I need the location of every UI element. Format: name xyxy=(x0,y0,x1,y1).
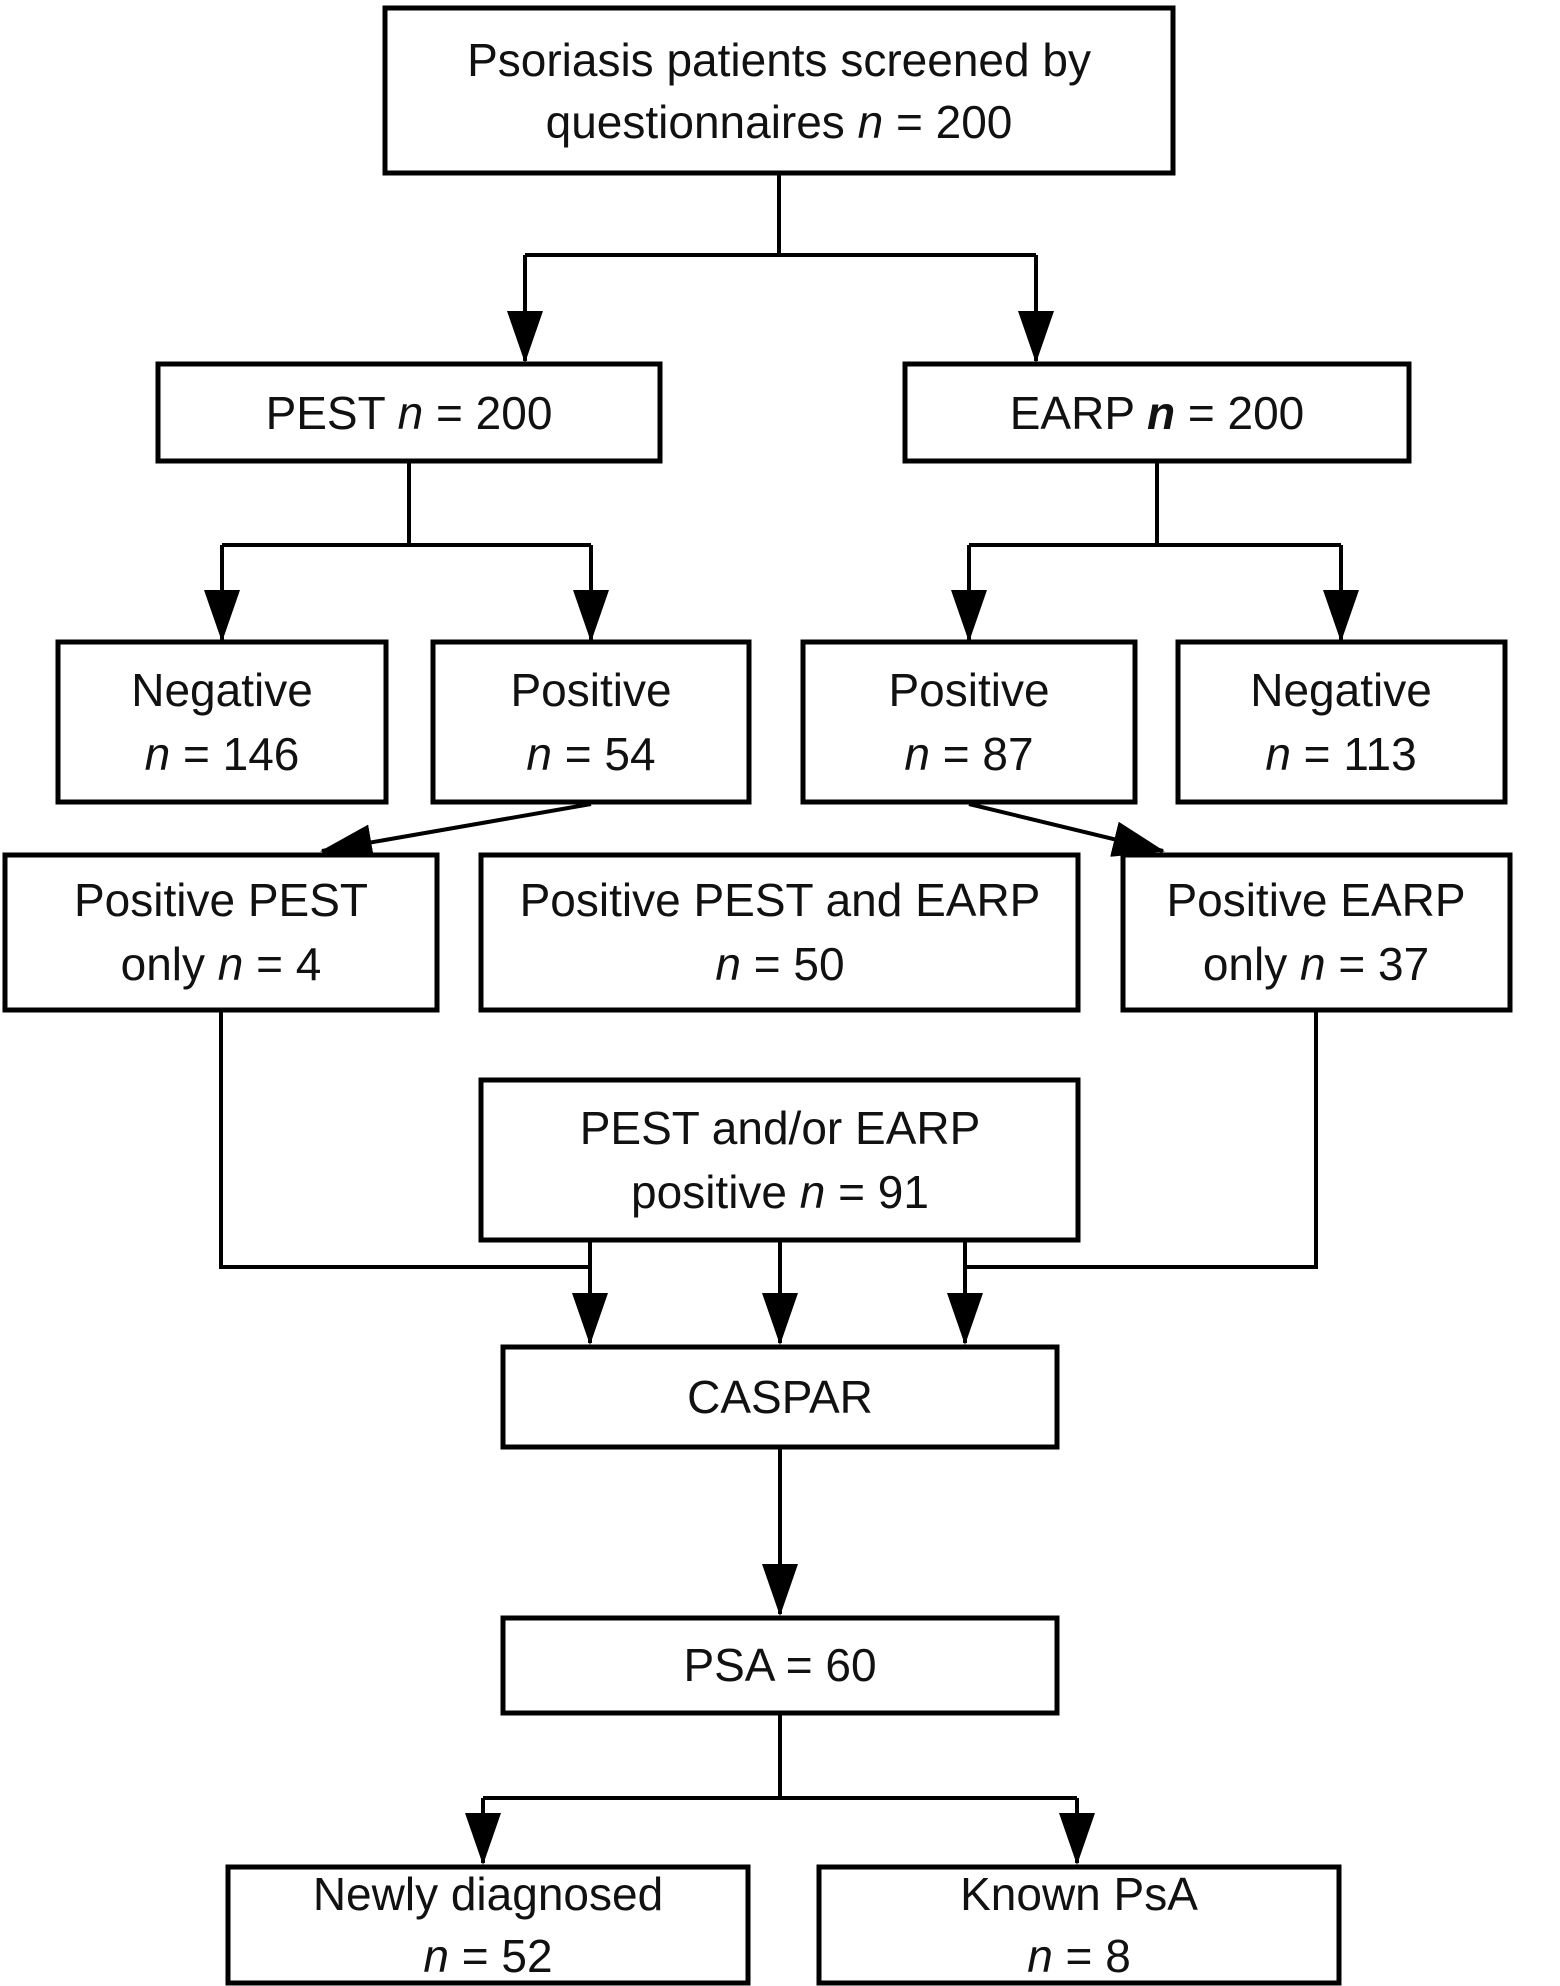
node-pest-and-earp-line2: n = 50 xyxy=(715,938,844,990)
node-caspar: CASPAR xyxy=(500,1344,1060,1450)
node-pest-label: PEST n = 200 xyxy=(266,387,553,439)
node-pest-positive-box xyxy=(430,639,752,805)
node-pest-negative-line1: Negative xyxy=(131,664,313,716)
node-pest-only-box xyxy=(2,852,440,1013)
node-pest-negative-line2: n = 146 xyxy=(145,728,300,780)
node-earp-positive-line1: Positive xyxy=(888,664,1049,716)
node-any-positive-line2: positive n = 91 xyxy=(631,1166,929,1218)
node-earp-only-box xyxy=(1120,852,1513,1013)
node-earp-label: EARP n = 200 xyxy=(1010,387,1305,439)
node-newly-diagnosed-line2: n = 52 xyxy=(423,1930,552,1982)
node-earp-positive: Positive n = 87 xyxy=(800,639,1138,805)
node-pest-positive: Positive n = 54 xyxy=(430,639,752,805)
node-psa-label: PSA = 60 xyxy=(683,1639,876,1691)
node-known-psa-line1: Known PsA xyxy=(960,1868,1198,1920)
node-pest-and-earp-box xyxy=(478,852,1081,1013)
node-screened-line1: Psoriasis patients screened by xyxy=(467,34,1091,86)
node-earp-negative-box xyxy=(1175,639,1508,805)
node-pest-only: Positive PEST only n = 4 xyxy=(2,852,440,1013)
edge-earp-only-down xyxy=(965,1012,1318,1269)
edge-diagonal-to-pest-only xyxy=(320,802,592,861)
node-pest-positive-line1: Positive xyxy=(510,664,671,716)
node-pest-only-line2: only n = 4 xyxy=(121,938,322,990)
node-screened-line2: questionnaires n = 200 xyxy=(546,96,1013,148)
node-psa: PSA = 60 xyxy=(500,1615,1060,1716)
edge-pest-only-down xyxy=(219,1012,590,1269)
node-pest: PEST n = 200 xyxy=(155,361,663,464)
node-newly-diagnosed-line1: Newly diagnosed xyxy=(313,1868,663,1920)
node-known-psa: Known PsA n = 8 xyxy=(816,1864,1342,1986)
node-psa-box xyxy=(500,1615,1060,1716)
node-pest-box xyxy=(155,361,663,464)
node-earp-box xyxy=(902,361,1412,464)
node-earp-only: Positive EARP only n = 37 xyxy=(1120,852,1513,1013)
node-earp: EARP n = 200 xyxy=(902,361,1412,464)
node-pest-negative-box xyxy=(55,639,389,805)
node-caspar-label: CASPAR xyxy=(687,1371,873,1423)
node-newly-diagnosed: Newly diagnosed n = 52 xyxy=(225,1864,751,1986)
node-earp-negative-line2: n = 113 xyxy=(1265,728,1416,780)
node-pest-positive-line2: n = 54 xyxy=(526,728,655,780)
connectors xyxy=(204,173,1359,1865)
node-pest-only-line1: Positive PEST xyxy=(74,874,368,926)
node-caspar-box xyxy=(500,1344,1060,1450)
node-known-psa-box xyxy=(816,1864,1342,1986)
edge-diagonal-to-earp-only xyxy=(968,802,1165,857)
node-any-positive-line1: PEST and/or EARP xyxy=(580,1102,981,1154)
node-pest-negative: Negative n = 146 xyxy=(55,639,389,805)
node-pest-and-earp-line1: Positive PEST and EARP xyxy=(520,874,1041,926)
node-newly-diagnosed-box xyxy=(225,1864,751,1986)
node-screened: Psoriasis patients screened by questionn… xyxy=(382,5,1176,176)
node-earp-only-line1: Positive EARP xyxy=(1166,874,1465,926)
node-earp-positive-box xyxy=(800,639,1138,805)
node-pest-and-earp: Positive PEST and EARP n = 50 xyxy=(478,852,1081,1013)
node-any-positive: PEST and/or EARP positive n = 91 xyxy=(478,1077,1081,1243)
node-known-psa-line2: n = 8 xyxy=(1027,1930,1131,1982)
node-screened-box xyxy=(382,5,1176,176)
node-any-positive-box xyxy=(478,1077,1081,1243)
node-earp-negative-line1: Negative xyxy=(1250,664,1432,716)
node-earp-only-line2: only n = 37 xyxy=(1203,938,1429,990)
node-earp-positive-line2: n = 87 xyxy=(904,728,1033,780)
node-earp-negative: Negative n = 113 xyxy=(1175,639,1508,805)
